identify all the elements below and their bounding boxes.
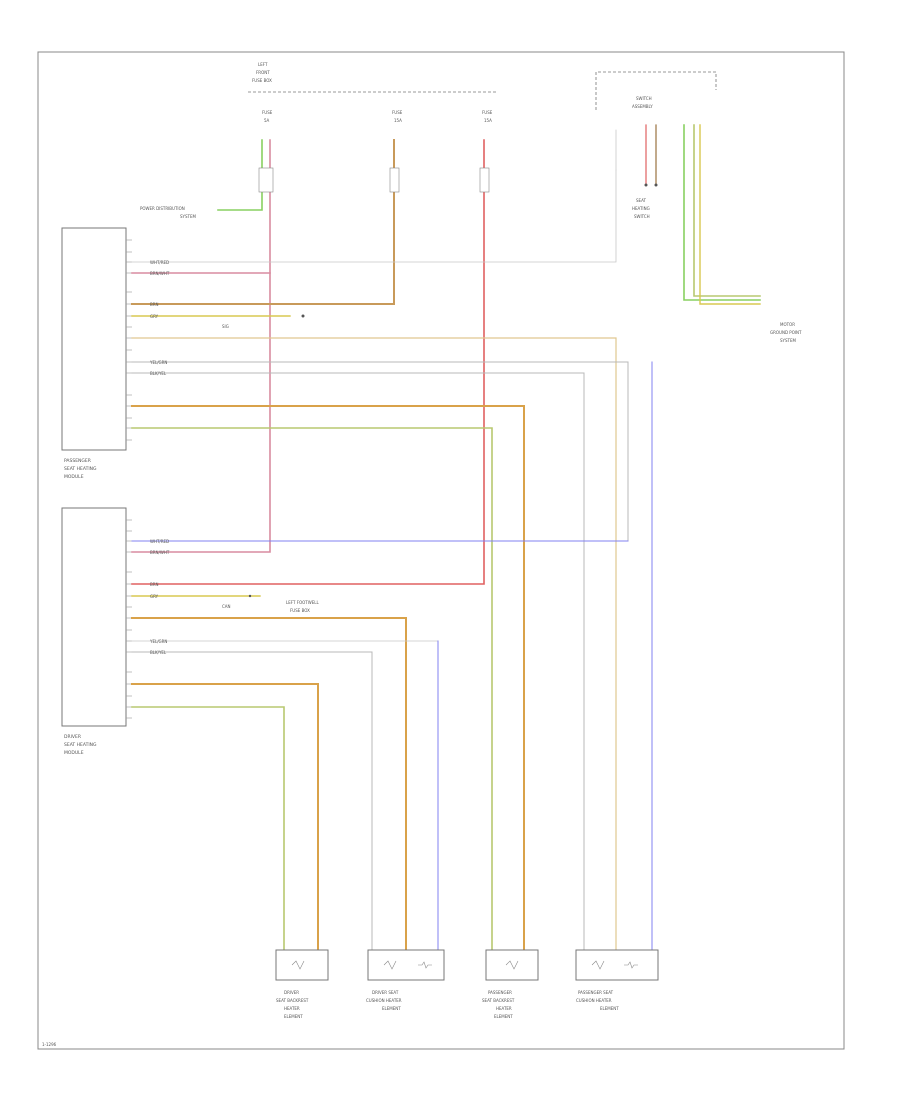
fuse-15a-label-1: FUSE <box>392 110 403 115</box>
heater-d-back-label-1: DRIVER <box>284 990 299 995</box>
power-distribution-label-2: SYSTEM <box>180 214 196 219</box>
pass-wire-yellowgreen-428 <box>131 427 493 951</box>
motor-ground-label-1: MOTOR <box>780 322 795 327</box>
wire-label-gry-2: GRY <box>150 594 159 599</box>
heater-p-back-label-4: ELEMENT <box>494 1014 513 1019</box>
fuse-box-label-3: FUSE BOX <box>252 78 272 83</box>
switch-wire-yellow <box>699 124 761 305</box>
heater-p-cushion-label-2: CUSHION HEATER <box>576 998 612 1003</box>
wire-label-brn-1: BRN <box>150 302 159 307</box>
motor-ground-label-2: GROUND POINT <box>770 330 802 335</box>
wire-label-yel-grn-1: YEL/GRN <box>149 360 167 365</box>
red-feed-wire <box>131 139 485 585</box>
seat-heating-switch-label-3: SWITCH <box>634 214 650 219</box>
switch-assembly-label-1: SWITCH <box>636 96 652 101</box>
wire-label-blk-yel-2: BLK/YEL <box>150 650 167 655</box>
connector-dots <box>248 183 658 598</box>
wire-label-can: CAN <box>222 604 231 609</box>
wire-label-wht-red-2: WHT/RED <box>150 539 169 544</box>
seat-heating-switch-label-1: SEAT <box>636 198 646 203</box>
pass-wire-gray-362 <box>131 361 629 541</box>
switch-assembly-label-2: ASSEMBLY <box>632 104 653 109</box>
driver-seat-heating-module <box>61 507 127 727</box>
pink-feed-wire <box>131 139 271 553</box>
pass-wire-orange-406 <box>131 405 525 951</box>
passenger-module-pins <box>126 239 132 441</box>
passenger-module-label-2: SEAT HEATING <box>64 466 97 472</box>
fuse-box-label-1: LEFT <box>258 62 268 67</box>
drv-wire-yellowgreen-707 <box>131 706 285 951</box>
drv-wire-orange-684 <box>131 683 319 951</box>
driver-module-label-2: SEAT HEATING <box>64 742 97 748</box>
switch-wire-green-2 <box>693 124 761 297</box>
heater-d-cushion-label-2: CUSHION HEATER <box>366 998 402 1003</box>
fuse-15a-far-label-1: FUSE <box>482 110 493 115</box>
heater-d-back-label-3: HEATER <box>284 1006 300 1011</box>
heater-p-back-label-1: PASSENGER <box>488 990 512 995</box>
footer-code: 1-1296 <box>42 1042 57 1047</box>
driver-module-label-3: MODULE <box>64 750 84 756</box>
footwell-fuse-label-2: FUSE BOX <box>290 608 310 613</box>
heater-p-cushion-label-3: ELEMENT <box>600 1006 619 1011</box>
motor-ground-label-3: SYSTEM <box>780 338 796 343</box>
wire-label-gry-1: GRY <box>150 314 159 319</box>
heater-symbols <box>291 960 638 970</box>
pass-wire-tan-338 <box>131 337 617 951</box>
pass-wire-gray-373 <box>131 372 585 951</box>
wire-label-brn-2: BRN <box>150 582 159 587</box>
wire-label-wht-red-1: WHT/RED <box>150 260 169 265</box>
wire-label-sig: SIG <box>222 324 229 329</box>
fuse-5a-label-2: 5A <box>264 118 270 123</box>
heater-d-cushion-label-3: ELEMENT <box>382 1006 401 1011</box>
drv-wire-orange-618 <box>131 617 407 951</box>
diagram-frame <box>37 51 845 1050</box>
fuse-box-label-2: FRONT <box>256 70 270 75</box>
driver-module-pins <box>126 519 132 719</box>
heater-p-back-label-2: SEAT BACKREST <box>482 998 515 1003</box>
driver-seat-cushion-heater <box>367 949 445 981</box>
green-ground-wire <box>217 139 263 211</box>
fuse-15a-far-label-2: 15A <box>484 118 492 123</box>
seat-heating-switch-label-2: HEATING <box>632 206 650 211</box>
footwell-fuse-label-1: LEFT FOOTWELL <box>286 600 319 605</box>
passenger-seat-cushion-heater <box>575 949 659 981</box>
driver-module-label-1: DRIVER <box>64 734 81 740</box>
fuse-5a-label-1: FUSE <box>262 110 273 115</box>
heater-p-back-label-3: HEATER <box>496 1006 512 1011</box>
fuse-15a-label-2: 15A <box>394 118 402 123</box>
wire-label-yel-grn-2: YEL/GRN <box>149 639 167 644</box>
wire-label-brn-wht-2: BRN/WHT <box>150 550 170 555</box>
passenger-seat-heating-module <box>61 227 127 451</box>
drv-wire-gray-652 <box>131 651 373 951</box>
switch-wire-green-1 <box>683 124 761 301</box>
passenger-module-label-1: PASSENGER <box>64 458 91 464</box>
heater-d-cushion-label-1: DRIVER SEAT <box>372 990 399 995</box>
orange-feed-wire <box>131 139 395 305</box>
fuse-connectors <box>258 167 490 193</box>
heater-d-back-label-4: ELEMENT <box>284 1014 303 1019</box>
passenger-module-label-3: MODULE <box>64 474 84 480</box>
heater-p-cushion-label-1: PASSENGER SEAT <box>578 990 614 995</box>
heater-d-back-label-2: SEAT BACKREST <box>276 998 309 1003</box>
wire-label-blk-yel-1: BLK/YEL <box>150 371 167 376</box>
pass-wire-gray-top <box>131 169 617 263</box>
right-connector-dashed <box>595 71 717 110</box>
wire-label-brn-wht-1: BRN/WHT <box>150 271 170 276</box>
power-distribution-label-1: POWER DISTRIBUTION <box>140 206 185 211</box>
